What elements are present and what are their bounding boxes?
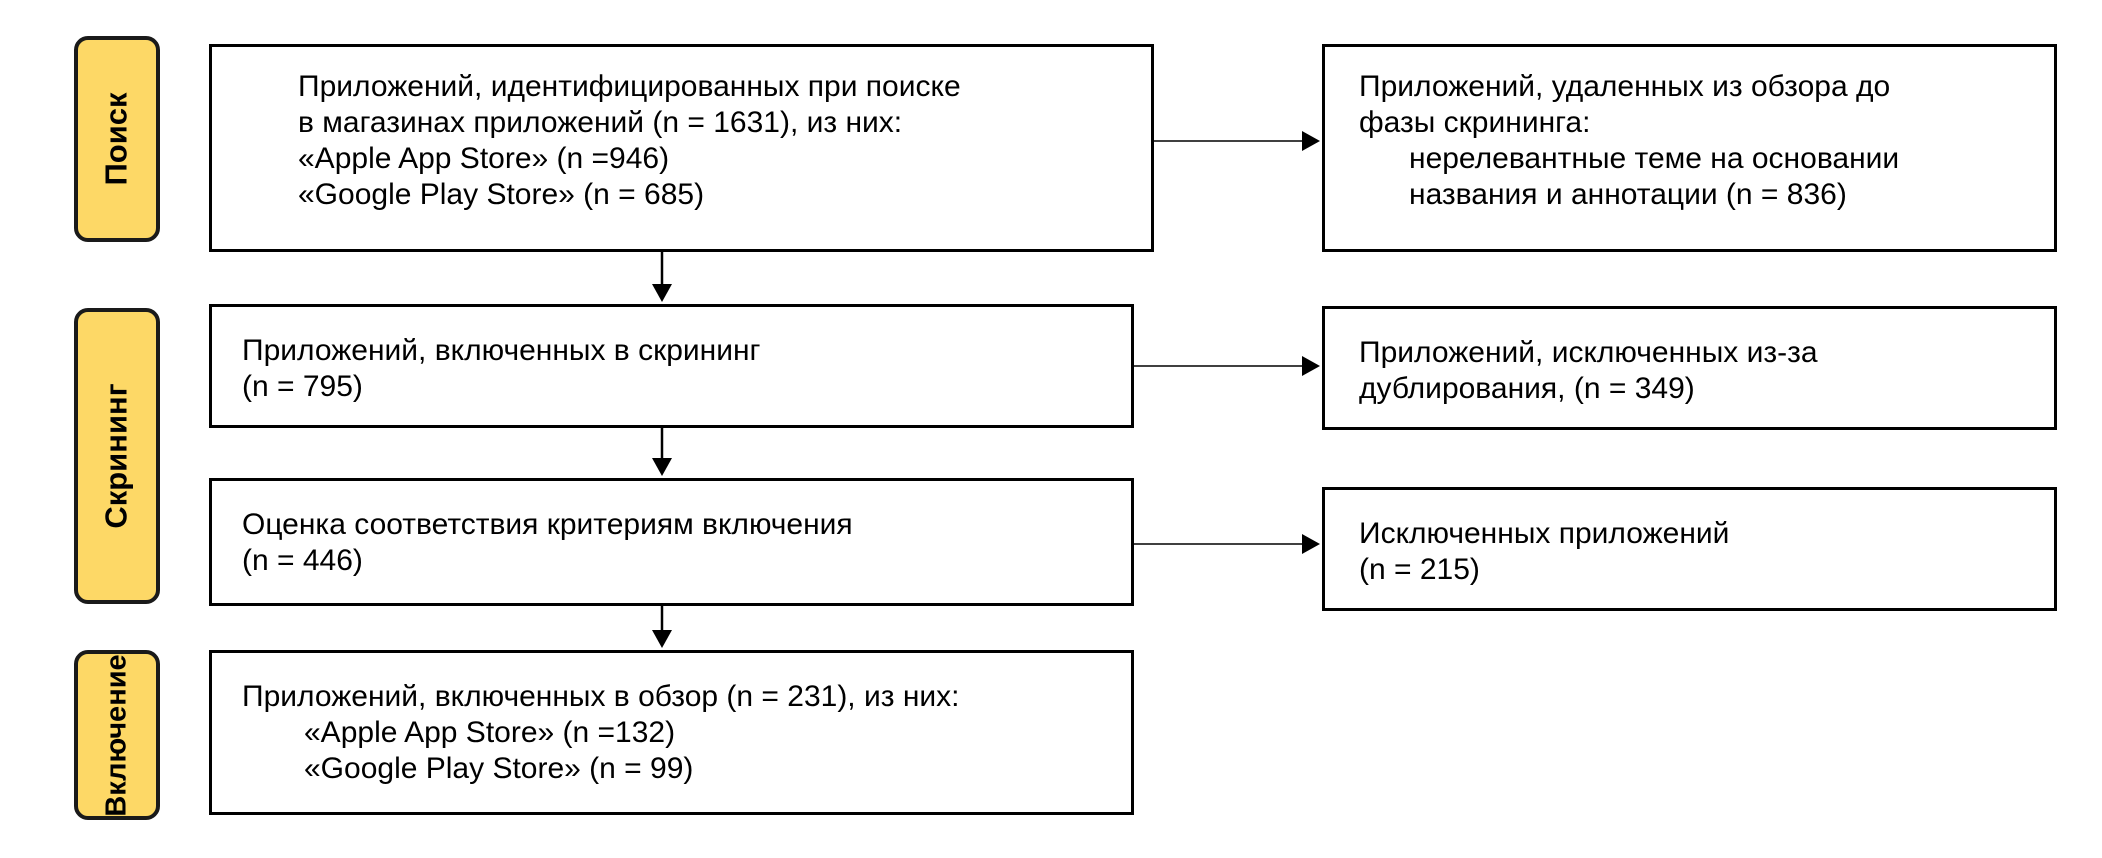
box-line: в магазинах приложений (n = 1631), из ни…	[298, 106, 903, 139]
box-line: названия и аннотации (n = 836)	[1409, 178, 1847, 211]
box-eligibility-assessment: Оценка соответствия критериям включения …	[209, 478, 1134, 606]
arrow-eligibility-to-excluded	[1134, 534, 1320, 554]
box-apps-screened: Приложений, включенных в скрининг (n = 7…	[209, 304, 1134, 428]
box-line: Исключенных приложений	[1359, 517, 1730, 550]
box-line: Приложений, включенных в скрининг	[242, 334, 761, 367]
box-line: «Apple App Store» (n =132)	[304, 716, 676, 749]
phase-label-search: Поиск	[74, 36, 160, 242]
box-apps-duplicates-excluded: Приложений, исключенных из-за дублирован…	[1322, 306, 2057, 430]
box-line: «Google Play Store» (n = 99)	[304, 752, 694, 785]
box-apps-removed-before-screening: Приложений, удаленных из обзора до фазы …	[1322, 44, 2057, 252]
box-line: Приложений, исключенных из-за	[1359, 336, 1818, 369]
phase-label-inclusion: Включение	[74, 650, 160, 820]
box-line: Оценка соответствия критериям включения	[242, 508, 853, 541]
arrow-identified-to-screened	[652, 252, 672, 302]
phase-label-screening: Скрининг	[74, 308, 160, 604]
arrow-identified-to-removed	[1154, 131, 1320, 151]
arrow-screened-to-eligibility	[652, 428, 672, 476]
box-line: фазы скрининга:	[1359, 106, 1591, 139]
box-line: нерелевантные теме на основании	[1409, 142, 1900, 175]
box-apps-included: Приложений, включенных в обзор (n = 231)…	[209, 650, 1134, 815]
box-line: (n = 446)	[242, 544, 363, 577]
box-line: (n = 215)	[1359, 553, 1480, 586]
arrow-screened-to-duplicates	[1134, 356, 1320, 376]
box-line: Приложений, идентифицированных при поиск…	[298, 70, 961, 103]
box-apps-excluded: Исключенных приложений (n = 215)	[1322, 487, 2057, 611]
box-line: Приложений, включенных в обзор (n = 231)…	[242, 680, 960, 713]
box-apps-identified: Приложений, идентифицированных при поиск…	[209, 44, 1154, 252]
box-line: «Google Play Store» (n = 685)	[298, 178, 705, 211]
arrow-eligibility-to-included	[652, 606, 672, 648]
box-line: Приложений, удаленных из обзора до	[1359, 70, 1891, 103]
box-line: дублирования, (n = 349)	[1359, 372, 1695, 405]
box-line: «Apple App Store» (n =946)	[298, 142, 670, 175]
box-line: (n = 795)	[242, 370, 363, 403]
